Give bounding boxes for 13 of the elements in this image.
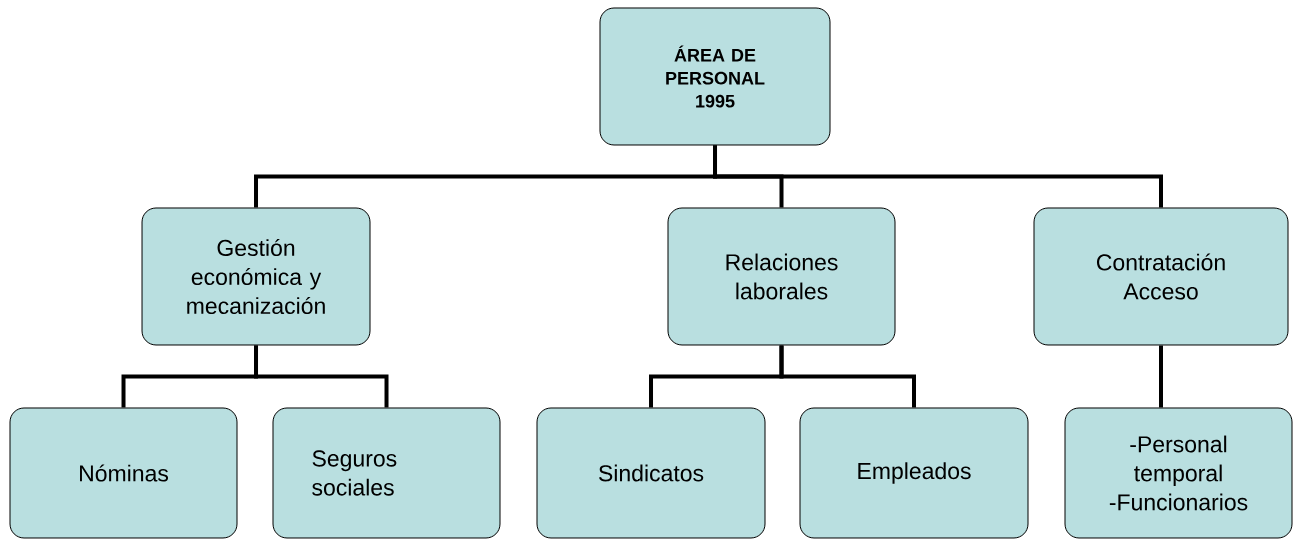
org-box: Gestión económica y mecanización bbox=[141, 207, 371, 346]
connector-line bbox=[1159, 345, 1163, 408]
org-box: ÁREA DE PERSONAL 1995 bbox=[599, 7, 831, 146]
org-box: Nóminas bbox=[9, 407, 238, 539]
org-box: Contratación Acceso bbox=[1033, 207, 1289, 346]
connector-line bbox=[713, 145, 1163, 208]
org-box: Empleados bbox=[799, 407, 1029, 539]
org-box: Relaciones laborales bbox=[667, 207, 896, 346]
connector-line bbox=[254, 345, 389, 408]
connector-line bbox=[779, 345, 916, 408]
org-box: -Personal temporal -Funcionarios bbox=[1064, 407, 1293, 539]
org-box: Sindicatos bbox=[536, 407, 766, 539]
org-box: Seguros sociales bbox=[272, 407, 501, 539]
